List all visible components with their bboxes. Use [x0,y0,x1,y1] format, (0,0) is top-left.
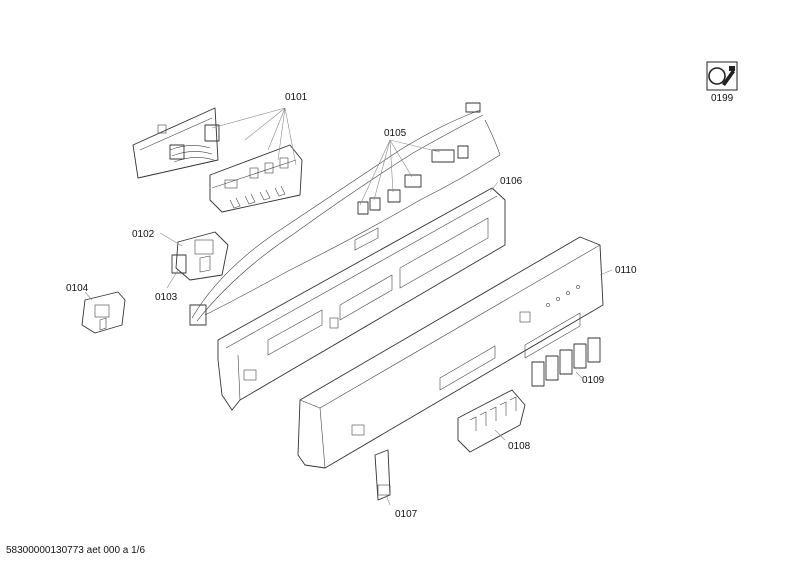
document-footer-id: 58300000130773 aet 000 a 1/6 [6,545,146,556]
part-0108-button-block[interactable] [457,389,526,453]
wrench-icon [706,61,738,91]
part-0110-front-panel[interactable] [297,236,613,469]
label-0103: 0103 [155,292,178,303]
label-0102: 0102 [132,229,155,240]
part-0107-latch[interactable] [374,449,391,506]
harness-connector-group [357,145,469,215]
label-0106: 0106 [500,176,523,187]
label-0110: 0110 [615,265,637,276]
label-0105: 0105 [384,128,407,139]
part-0101-electronic-module[interactable] [132,107,303,213]
label-0101: 0101 [285,92,308,103]
label-0109: 0109 [582,375,605,386]
part-0105-cable-harness[interactable] [189,102,501,326]
label-0108: 0108 [508,441,531,452]
part-0103-switch-lever[interactable] [166,254,187,289]
part-0102-switch[interactable] [159,231,229,281]
label-0199: 0199 [711,93,734,104]
part-0104-bracket[interactable] [81,291,126,334]
label-0107: 0107 [395,509,418,520]
part-0106-panel-frame[interactable] [217,181,506,411]
part-0109-push-buttons[interactable] [531,337,601,387]
label-0104: 0104 [66,283,89,294]
